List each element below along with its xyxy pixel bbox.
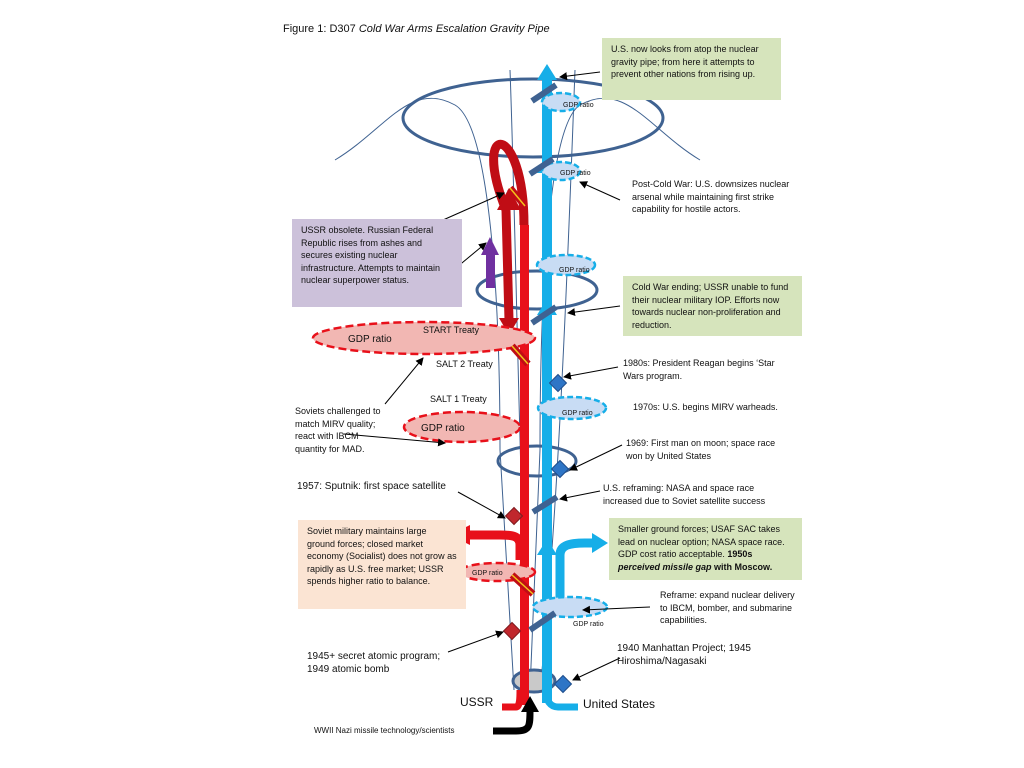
post-cold-war-note: Post-Cold War: U.S. downsizes nuclear ar… (632, 179, 790, 214)
soviet-military-text: Soviet military maintains large ground f… (307, 526, 457, 586)
ussr-gdp-ellipses (311, 320, 537, 583)
ussr-obsolete-callout: USSR obsolete. Russian Federal Republic … (292, 219, 462, 307)
gdp-label-us-top: GDP ratio (563, 102, 594, 109)
gdp-label-us-coldwar: GDP ratio (559, 267, 590, 274)
ring-cold-war-end (475, 269, 599, 311)
smaller-forces-callout: Smaller ground forces; USAF SAC takes le… (609, 518, 802, 580)
slash-highlights (509, 187, 534, 595)
ring-1969 (496, 444, 578, 478)
pipe-rings (401, 77, 665, 478)
us-label: United States (583, 697, 656, 711)
reframe-delivery-note: Reframe: expand nuclear delivery to IBCM… (660, 590, 795, 625)
figure-title-italic: Cold War Arms Escalation Gravity Pipe (358, 23, 550, 35)
secret-program-note: 1945+ secret atomic program; 1949 atomic… (307, 651, 441, 675)
figure-title-prefix: Figure 1: D307 (283, 23, 359, 35)
us-diamonds (548, 373, 573, 694)
blue-slash-markers (528, 82, 559, 633)
moon-1969-note: 1969: First man on moon; space race won … (626, 438, 776, 461)
gdp-label-ussr-mid: GDP ratio (421, 423, 465, 434)
gdp-label-us-reframe: GDP ratio (573, 621, 604, 628)
figure-title: Figure 1: D307 Cold War Arms Escalation … (283, 23, 550, 35)
smaller-forces-missile-gap: perceived missile gap (618, 561, 712, 572)
gdp-label-ussr-small: GDP ratio (472, 570, 503, 577)
ussr-obsolete-text: USSR obsolete. Russian Federal Republic … (301, 225, 441, 285)
gdp-label-ussr-large: GDP ratio (348, 334, 392, 345)
smaller-forces-bold-1950s: 1950s (727, 549, 753, 559)
us-top-callout: U.S. now looks from atop the nuclear gra… (602, 38, 781, 100)
sputnik-note: 1957: Sputnik: first space satellite (297, 481, 446, 492)
cold-war-ending-callout: Cold War ending; USSR unable to fund the… (623, 276, 802, 336)
ussr-diamonds (502, 506, 524, 641)
smaller-forces-text: Smaller ground forces; USAF SAC takes le… (618, 524, 785, 559)
us-pipe (481, 64, 608, 711)
reagan-note: 1980s: President Reagan begins ‘Star War… (623, 358, 775, 381)
manhattan-note: 1940 Manhattan Project; 1945 Hiroshima/N… (617, 643, 751, 667)
us-top-text: U.S. now looks from atop the nuclear gra… (611, 44, 759, 79)
gdp-label-us-1970s: GDP ratio (562, 410, 593, 417)
soviets-mirv-note: Soviets challenged to match MIRV quality… (295, 406, 381, 454)
ussr-label: USSR (460, 695, 494, 709)
soviet-military-callout: Soviet military maintains large ground f… (298, 520, 466, 609)
salt2-treaty-label: SALT 2 Treaty (436, 359, 493, 369)
gdp-label-us-postwar: GDP ratio (560, 170, 591, 177)
wwii-nazi-label: WWII Nazi missile technology/scientists (314, 726, 455, 735)
salt1-treaty-label: SALT 1 Treaty (430, 394, 487, 404)
top-ring (401, 77, 665, 159)
mirv-1970s-note: 1970s: U.S. begins MIRV warheads. (633, 402, 778, 412)
smaller-forces-bold-moscow: with Moscow. (711, 561, 773, 572)
start-treaty-label: START Treaty (423, 325, 480, 335)
wwii-arrow (493, 709, 534, 735)
cold-war-ending-text: Cold War ending; USSR unable to fund the… (632, 282, 789, 330)
nasa-reframe-note: U.S. reframing: NASA and space race incr… (603, 483, 766, 506)
